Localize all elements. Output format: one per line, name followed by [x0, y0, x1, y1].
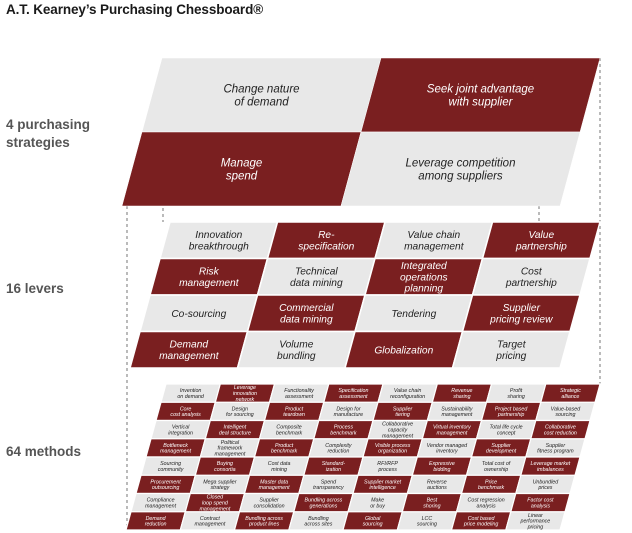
- lever-label: Globalization: [374, 345, 433, 356]
- label-methods: 64 methods: [6, 444, 82, 459]
- method-cell: [505, 511, 566, 531]
- label-strategies: 4 purchasing strategies: [6, 117, 91, 150]
- lever-label: Tendering: [391, 309, 436, 320]
- lever-label: Co-sourcing: [171, 309, 226, 320]
- label-levers: 16 levers: [6, 281, 64, 296]
- method-label: Standard-ization: [322, 461, 345, 473]
- dashed-guides: [126, 58, 601, 530]
- lever-label: Re-specification: [298, 230, 354, 252]
- lever-cell: [451, 330, 571, 369]
- page-title: A.T. Kearney’s Purchasing Chessboard®: [6, 2, 264, 17]
- strategy-cell: [340, 131, 581, 207]
